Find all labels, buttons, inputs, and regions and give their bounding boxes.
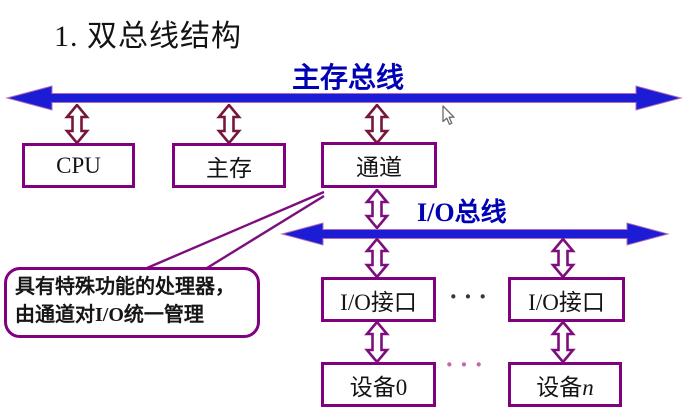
device-n-box: 设备n bbox=[508, 362, 622, 407]
callout-line-2: 由通道对I/O统一管理 bbox=[15, 304, 204, 326]
io-interface-right-label: I/O接口 bbox=[528, 289, 605, 315]
callout-bubble: 具有特殊功能的处理器， 由通道对I/O统一管理 bbox=[4, 267, 260, 338]
io-bus-arrow-icon bbox=[280, 222, 670, 246]
io-interface-left-box: I/O接口 bbox=[321, 277, 436, 322]
io-interface-left-label: I/O接口 bbox=[340, 289, 417, 315]
memory-bus-double-arrow-icon bbox=[216, 104, 242, 144]
device-n-label: 设备n bbox=[536, 374, 594, 400]
main-memory-box: 主存 bbox=[172, 143, 286, 188]
cpu-box-label: CPU bbox=[56, 152, 101, 178]
main-bus-label: 主存总线 bbox=[292, 63, 405, 94]
cpu-bus-double-arrow-icon bbox=[64, 104, 90, 144]
channel-box: 通道 bbox=[321, 142, 437, 188]
main-memory-box-label: 主存 bbox=[206, 155, 252, 181]
callout-line-1: 具有特殊功能的处理器， bbox=[15, 276, 235, 298]
cpu-box: CPU bbox=[22, 143, 135, 188]
channel-iobus-double-arrow-icon bbox=[364, 189, 390, 229]
interfaces-ellipsis: ··· bbox=[449, 282, 494, 311]
io-interface-right-box: I/O接口 bbox=[508, 277, 625, 322]
iobus-interface-right-double-arrow-icon bbox=[550, 238, 576, 278]
interface-device-right-double-arrow-icon bbox=[550, 321, 576, 363]
device-0-label: 设备0 bbox=[349, 374, 408, 400]
channel-bus-double-arrow-icon bbox=[364, 104, 390, 144]
channel-box-label: 通道 bbox=[356, 155, 402, 180]
interface-device-left-double-arrow-icon bbox=[364, 321, 390, 363]
mouse-cursor-icon bbox=[442, 105, 455, 125]
main-bus-arrow-icon bbox=[5, 85, 683, 111]
callout-tail-lines bbox=[146, 190, 325, 270]
iobus-interface-left-double-arrow-icon bbox=[364, 238, 390, 278]
devices-ellipsis: ··· bbox=[445, 350, 490, 379]
device-0-box: 设备0 bbox=[321, 362, 436, 407]
slide-title: 1. 双总线结构 bbox=[54, 20, 242, 53]
io-bus-label: I/O总线 bbox=[417, 198, 507, 227]
